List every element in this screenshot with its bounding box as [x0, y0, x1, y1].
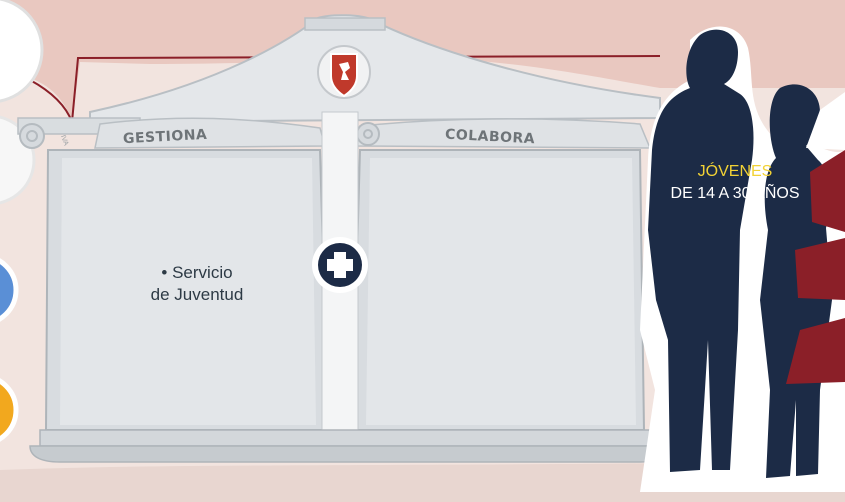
gestiona-item-line-1: • Servicio [161, 263, 233, 282]
audience-line-2: DE 14 A 30 AÑOS [670, 185, 800, 202]
audience-label: JÓVENES DE 14 A 30 AÑOS [640, 161, 830, 205]
gestiona-item-list: • Servicio de Juventud [122, 262, 272, 306]
side-partial-badges: ATIVA [0, 0, 69, 442]
gestiona-item-line-2: de Juventud [150, 285, 244, 304]
audience-line-1: JÓVENES [697, 163, 773, 180]
